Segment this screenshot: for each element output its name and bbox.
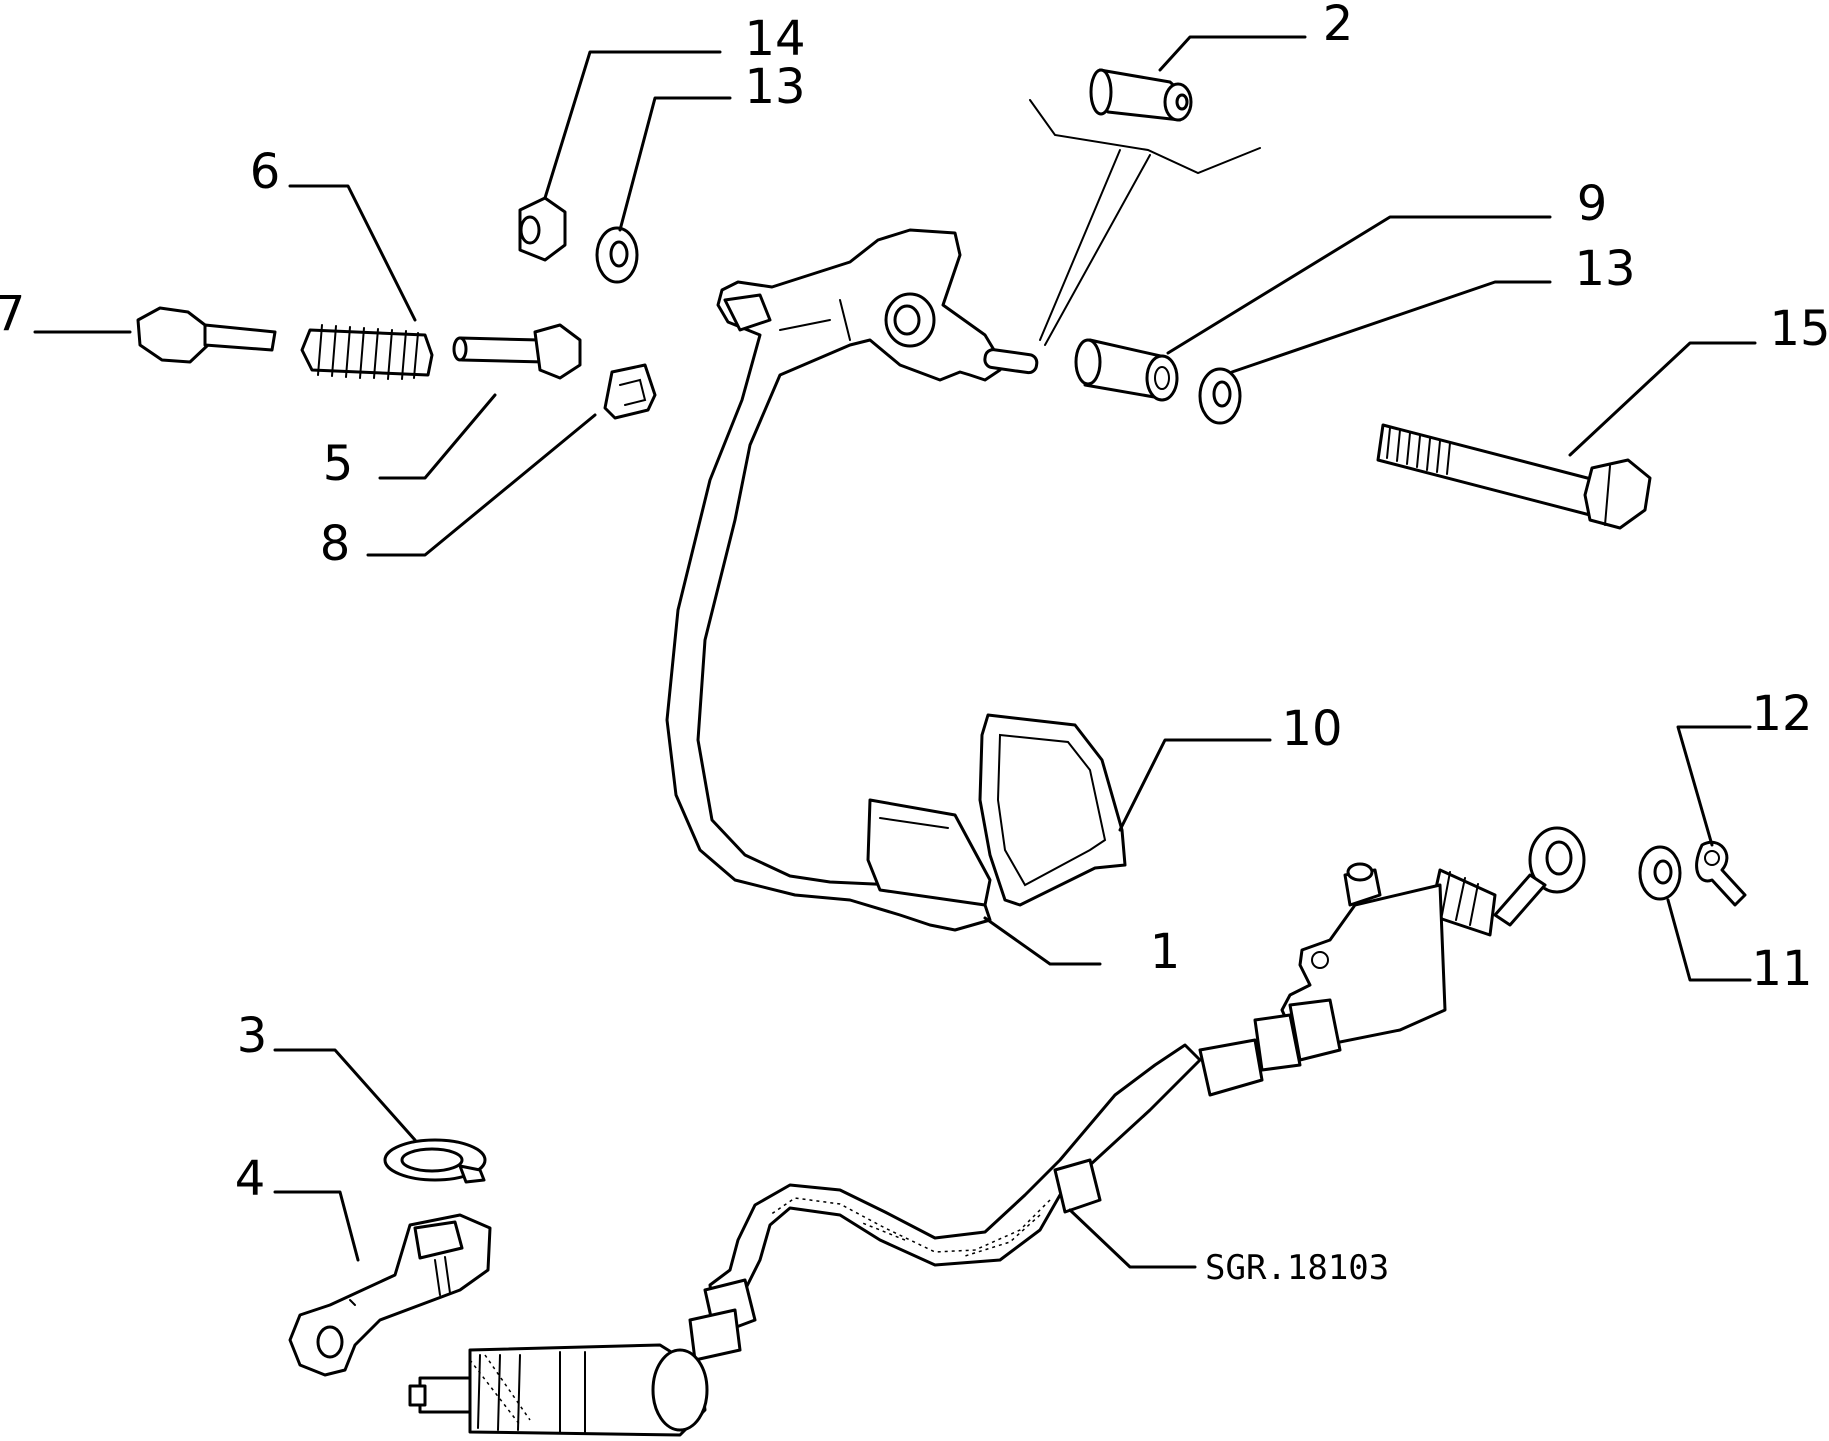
leader-13-right	[1230, 280, 1552, 374]
label-14: 14	[744, 11, 805, 67]
label-8: 8	[320, 516, 351, 572]
label-3: 3	[237, 1008, 268, 1064]
label-7: 7	[0, 286, 25, 342]
part-14-nut	[518, 196, 567, 262]
label-12: 12	[1751, 686, 1812, 742]
part-9-spacer	[1074, 338, 1179, 402]
leader-12	[1676, 725, 1752, 847]
part-13-washer-top	[595, 226, 639, 284]
leader-2	[1158, 35, 1307, 72]
leader-13-top	[618, 96, 732, 232]
label-1: 1	[1150, 924, 1181, 980]
part-10-pedal-pad	[978, 713, 1127, 907]
part-13-washer-right	[1198, 367, 1242, 425]
leader-6	[288, 184, 417, 322]
label-15: 15	[1769, 301, 1829, 357]
leader-code	[1068, 1208, 1197, 1269]
label-4: 4	[235, 1151, 266, 1207]
label-6: 6	[250, 144, 281, 200]
label-13-top: 13	[744, 59, 805, 115]
drawing-code: SGR.18103	[1205, 1248, 1389, 1288]
callout-labels: 1 2 3 4 5 6 7 8 9 10 11 12 13 13 14 15 S…	[0, 0, 1829, 1288]
part-12-split-pin	[1695, 840, 1747, 907]
part-7-knob	[136, 306, 277, 364]
part-6-spring	[300, 324, 434, 380]
label-5: 5	[323, 436, 354, 492]
part-15-bolt	[1376, 423, 1652, 530]
leader-11	[1666, 898, 1752, 982]
leader-9	[1166, 215, 1552, 355]
label-13-right: 13	[1574, 241, 1635, 297]
part-5-pin	[452, 323, 582, 380]
part-8-clip	[603, 363, 657, 420]
part-2-bush	[1029, 68, 1261, 346]
part-1-pedal-lever	[665, 228, 1039, 932]
label-9: 9	[1577, 176, 1608, 232]
part-4-lever-arm	[288, 1213, 492, 1377]
leader-lines	[33, 35, 1757, 1269]
label-2: 2	[1323, 0, 1354, 52]
leader-10	[1118, 738, 1272, 832]
label-10: 10	[1281, 701, 1342, 757]
leader-8	[366, 413, 597, 557]
leader-14	[543, 50, 722, 200]
leader-3	[273, 1048, 417, 1142]
hydraulic-line-assembly	[408, 826, 1586, 1437]
label-11: 11	[1751, 941, 1812, 997]
part-11-washer	[1638, 845, 1682, 901]
leader-4	[273, 1190, 360, 1262]
part-3-circlip	[383, 1138, 487, 1184]
leader-5	[378, 393, 497, 480]
leader-1	[983, 916, 1102, 966]
leader-15	[1568, 341, 1757, 457]
